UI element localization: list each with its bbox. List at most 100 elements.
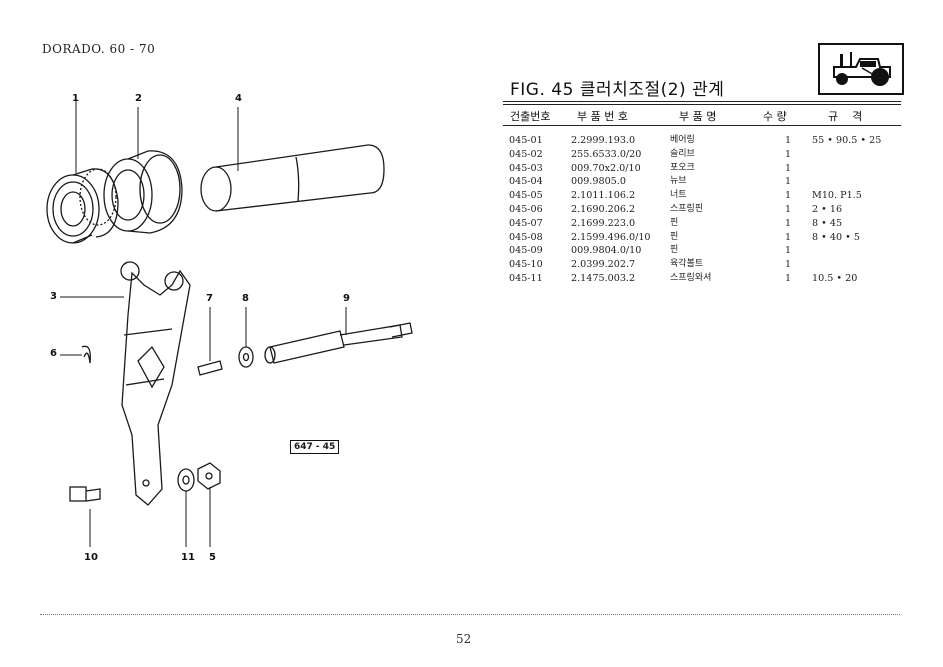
cell-ref-no: 045-06 bbox=[509, 203, 543, 215]
cell-ref-no: 045-02 bbox=[509, 148, 543, 160]
cell-part-number: 2.1475.003.2 bbox=[571, 272, 636, 284]
cell-part-name: 슬리브 bbox=[670, 148, 695, 159]
cell-part-number: 2.0399.202.7 bbox=[571, 259, 636, 271]
cell-ref-no: 045-09 bbox=[509, 245, 543, 257]
washer-8-part bbox=[238, 346, 254, 368]
cell-part-number: 009.70x2.0/10 bbox=[571, 162, 641, 174]
cell-part-number: 2.1011.106.2 bbox=[571, 190, 636, 202]
callout-5: 5 bbox=[209, 552, 216, 563]
cell-part-name: 뉴브 bbox=[670, 176, 687, 187]
bearing-part bbox=[46, 168, 119, 244]
cell-spec bbox=[806, 148, 902, 162]
cell-ref-no: 045-08 bbox=[509, 231, 543, 243]
cell-quantity: 1 bbox=[784, 203, 792, 215]
table-row: 045-06 2.1690.206.2 스프링핀 1 2 • 16 bbox=[509, 203, 902, 217]
cell-quantity: 1 bbox=[784, 148, 792, 160]
cell-quantity: 1 bbox=[784, 245, 792, 257]
cell-quantity: 1 bbox=[784, 259, 792, 271]
cell-spec bbox=[806, 258, 902, 272]
bolt-10-part bbox=[69, 486, 101, 502]
cell-part-number: 2.1699.223.0 bbox=[571, 217, 636, 229]
cell-quantity: 1 bbox=[784, 217, 792, 229]
cell-spec bbox=[806, 175, 902, 189]
callout-1: 1 bbox=[72, 93, 79, 104]
cell-part-name: 핀 bbox=[670, 231, 679, 242]
exploded-diagram bbox=[46, 101, 413, 547]
cell-part-name: 너트 bbox=[670, 190, 687, 201]
cell-ref-no: 045-01 bbox=[509, 135, 543, 146]
cell-quantity: 1 bbox=[784, 135, 792, 146]
col-head-ref: 건출번호 bbox=[510, 110, 551, 123]
cell-ref-no: 045-04 bbox=[509, 176, 543, 188]
callout-3: 3 bbox=[50, 291, 57, 302]
spring-pin-part bbox=[81, 345, 91, 364]
table-top-rule bbox=[503, 101, 901, 102]
cell-spec: 10.5 • 20 bbox=[812, 272, 858, 284]
cell-part-number: 2.1690.206.2 bbox=[571, 203, 636, 215]
cell-spec: 2 • 16 bbox=[812, 203, 843, 215]
page-header-model: DORADO. 60 - 70 bbox=[42, 42, 156, 56]
cell-quantity: 1 bbox=[784, 162, 792, 174]
nut-5-part bbox=[197, 462, 221, 490]
callout-8: 8 bbox=[242, 293, 249, 304]
cell-spec bbox=[806, 244, 902, 258]
cell-part-name: 육각볼트 bbox=[670, 259, 704, 270]
cell-part-number: 2.2999.193.0 bbox=[571, 135, 636, 146]
cell-ref-no: 045-05 bbox=[509, 190, 543, 202]
cell-spec: 8 • 40 • 5 bbox=[812, 231, 860, 243]
tractor-icon bbox=[818, 43, 904, 95]
table-top-rule-2 bbox=[503, 104, 901, 105]
table-row: 045-04 009.9805.0 뉴브 1 bbox=[509, 175, 902, 189]
table-row: 045-03 009.70x2.0/10 포오크 1 bbox=[509, 162, 902, 176]
cell-quantity: 1 bbox=[784, 176, 792, 188]
figure-name: 클러치조절(2) 관계 bbox=[579, 80, 725, 100]
pin-9-part bbox=[264, 322, 413, 364]
figure-reference-label: 647 - 45 bbox=[290, 440, 340, 454]
cell-ref-no: 045-03 bbox=[509, 162, 543, 174]
cell-part-name: 핀 bbox=[670, 245, 679, 256]
header-bottom-rule bbox=[503, 125, 901, 126]
cell-spec: 8 • 45 bbox=[812, 217, 843, 229]
callout-2: 2 bbox=[135, 93, 142, 104]
col-head-qty: 수 량 bbox=[763, 110, 787, 123]
callout-7: 7 bbox=[206, 293, 213, 304]
cell-part-name: 스프링핀 bbox=[670, 203, 704, 214]
page-number: 52 bbox=[456, 632, 472, 646]
cell-quantity: 1 bbox=[784, 190, 792, 202]
table-row: 045-09 009.9804.0/10 핀 1 bbox=[509, 244, 902, 258]
leader-lines bbox=[60, 101, 347, 547]
table-row: 045-08 2.1599.496.0/10 핀 1 8 • 40 • 5 bbox=[509, 231, 902, 245]
cell-part-name: 포오크 bbox=[670, 162, 695, 173]
callout-9: 9 bbox=[343, 293, 350, 304]
callout-11: 11 bbox=[181, 552, 195, 563]
table-row: 045-11 2.1475.003.2 스프링와셔 1 10.5 • 20 bbox=[509, 272, 902, 286]
cell-spec: 55 • 90.5 • 25 bbox=[812, 135, 882, 146]
col-head-part-no: 부 품 번 호 bbox=[577, 110, 628, 123]
cell-part-name: 베어링 bbox=[670, 135, 695, 145]
cell-part-name: 핀 bbox=[670, 217, 679, 228]
sleeve-part bbox=[103, 150, 183, 234]
callout-4: 4 bbox=[235, 93, 242, 104]
cell-part-number: 2.1599.496.0/10 bbox=[571, 231, 651, 243]
cell-part-number: 009.9804.0/10 bbox=[571, 245, 642, 257]
pin-7-part bbox=[197, 360, 223, 376]
cell-ref-no: 045-11 bbox=[509, 272, 543, 284]
figure-number: FIG. 45 bbox=[510, 80, 574, 100]
cell-ref-no: 045-10 bbox=[509, 259, 543, 271]
cell-quantity: 1 bbox=[784, 272, 792, 284]
washer-11-part bbox=[177, 468, 195, 492]
cell-part-number: 009.9805.0 bbox=[571, 176, 626, 188]
col-head-spec: 규 격 bbox=[828, 110, 863, 123]
cell-part-name: 스프링와셔 bbox=[670, 272, 712, 283]
table-row: 045-01 2.2999.193.0 베어링 1 55 • 90.5 • 25 bbox=[509, 134, 902, 148]
fork-part bbox=[120, 261, 191, 506]
col-head-part-name: 부 품 명 bbox=[679, 110, 717, 123]
footer-rule bbox=[40, 614, 900, 615]
cell-quantity: 1 bbox=[784, 231, 792, 243]
callout-6: 6 bbox=[50, 348, 57, 359]
cell-spec bbox=[806, 162, 902, 176]
